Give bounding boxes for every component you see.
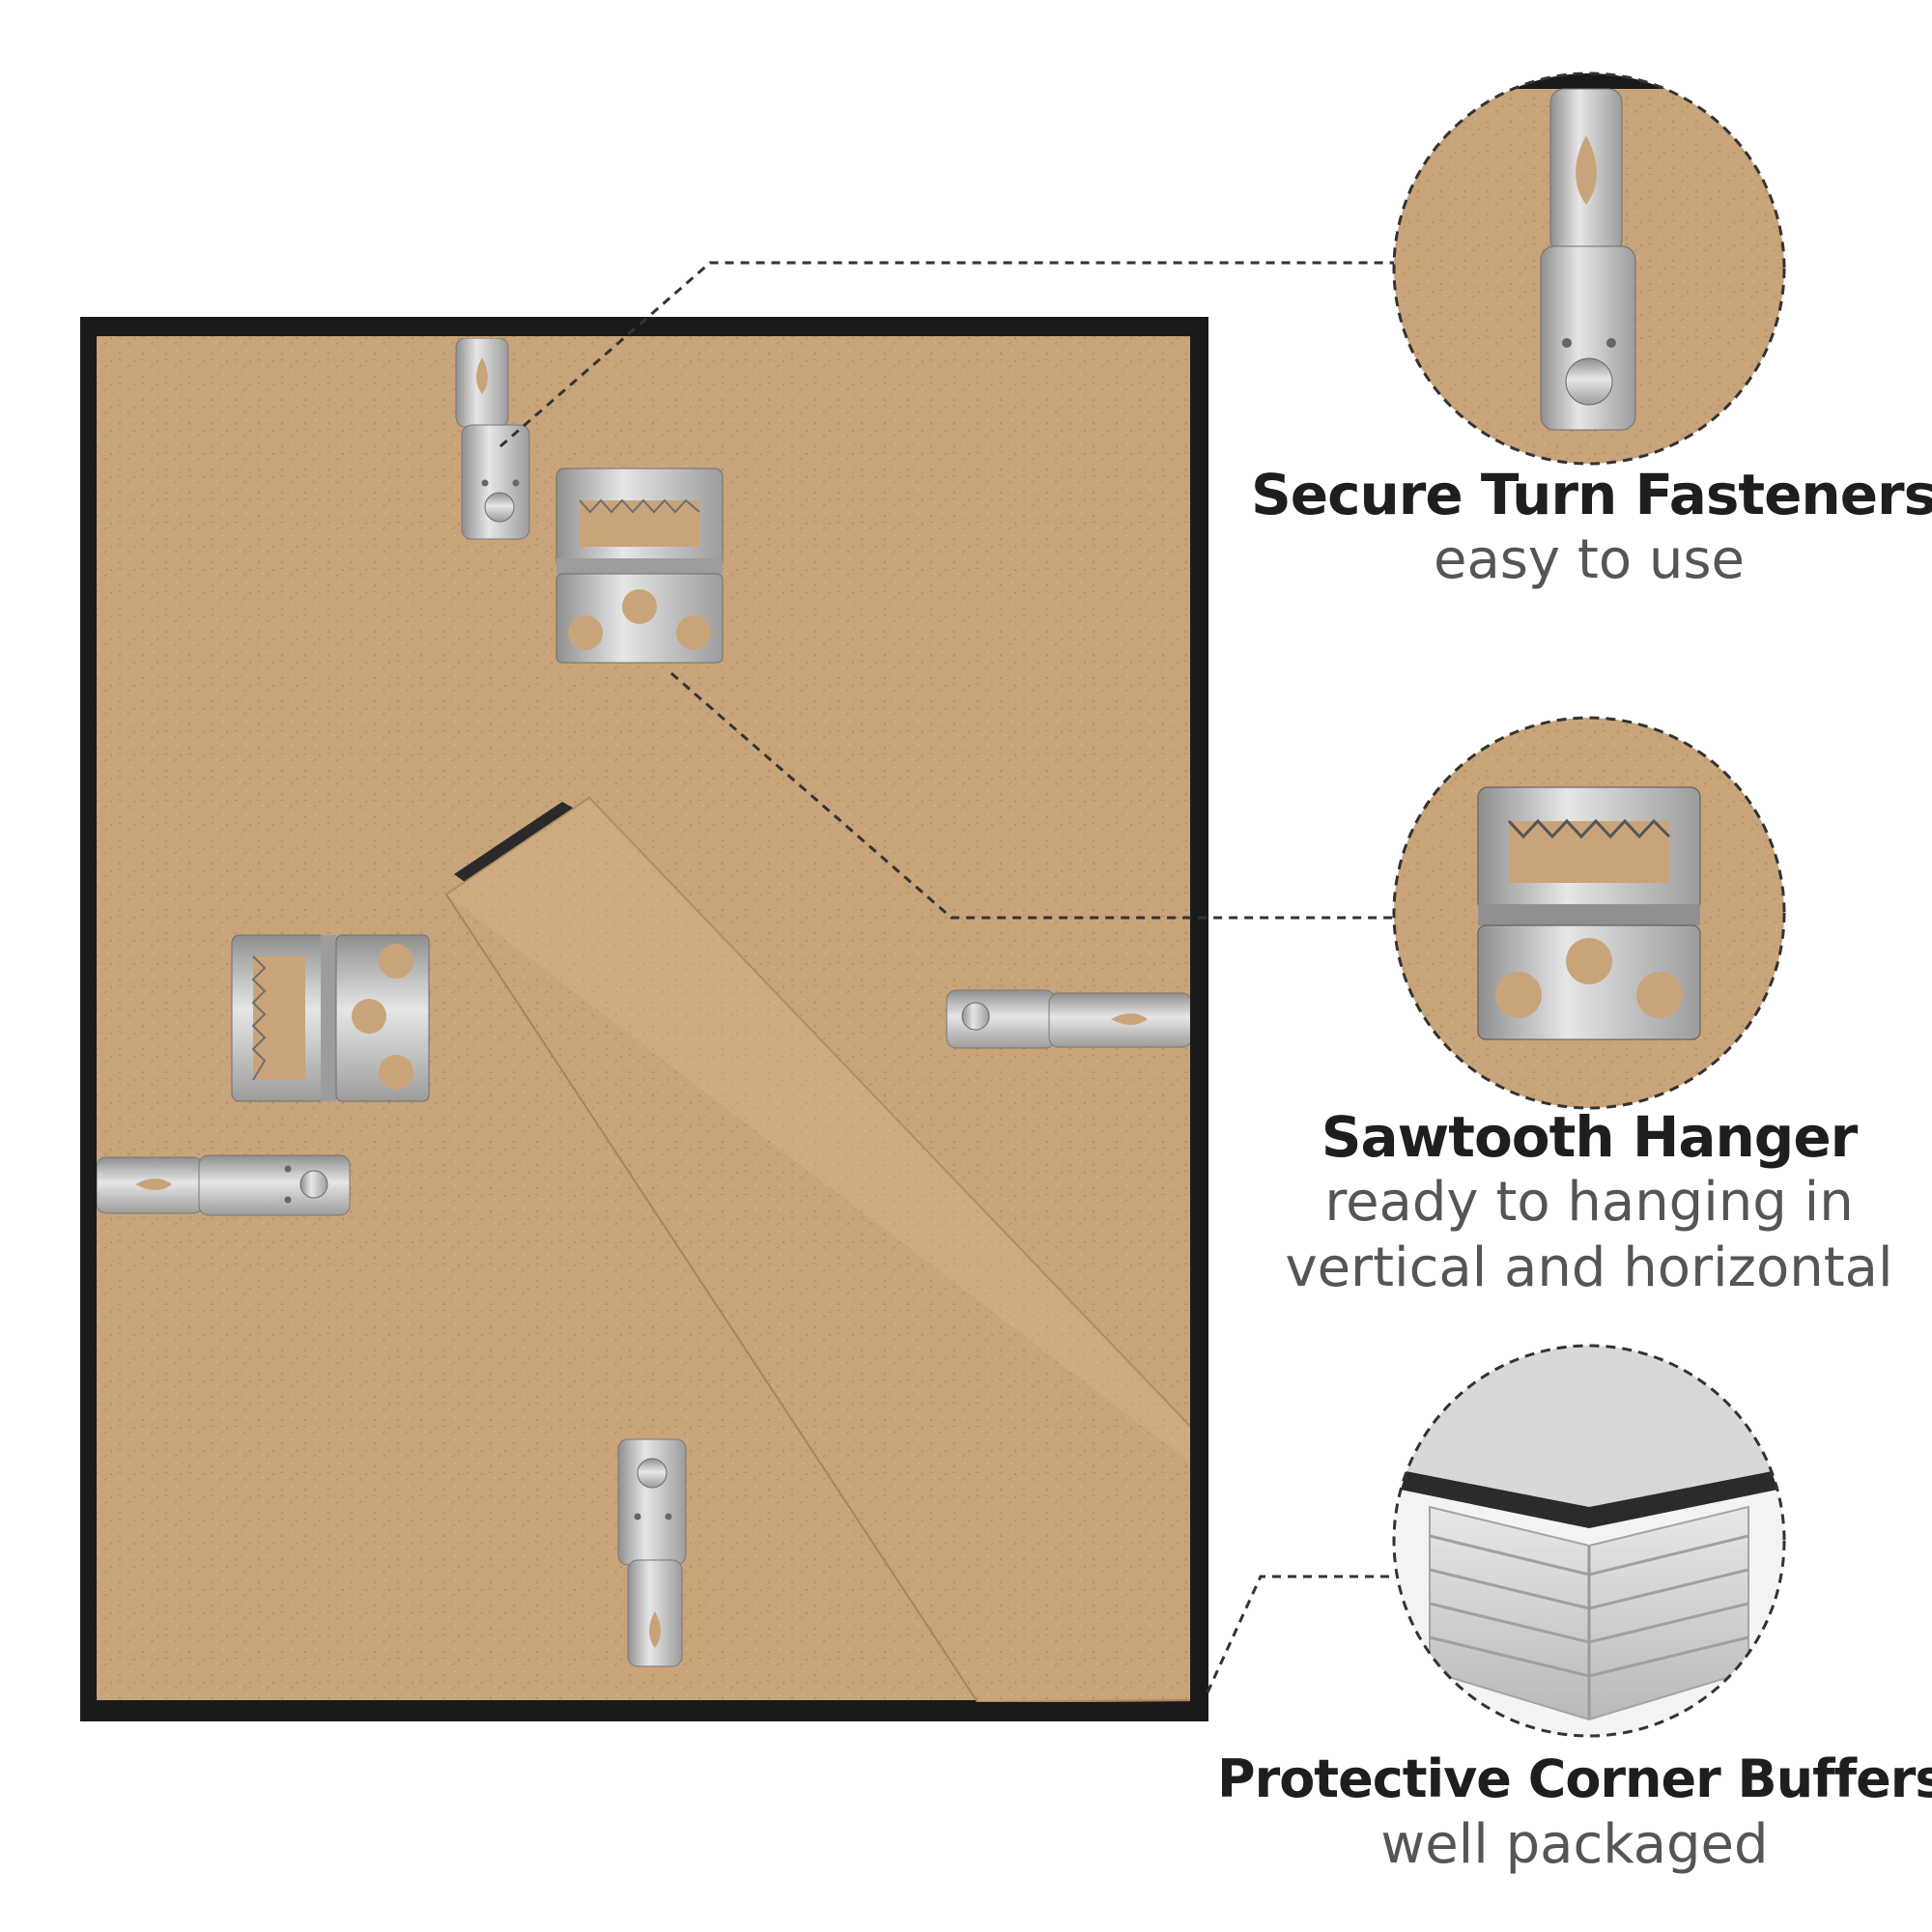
easel-stand	[444, 796, 1190, 1702]
sawtooth-hanger-top	[555, 468, 724, 664]
feature-title: Secure Turn Fasteners	[1251, 462, 1932, 527]
feature-title: Sawtooth Hanger	[1321, 1104, 1859, 1170]
feature-title: Protective Corner Buffers	[1217, 1748, 1932, 1809]
detail-circle-corner-buffer	[1392, 1344, 1786, 1738]
sawtooth-hanger-left	[231, 934, 430, 1102]
feature-corner-buffers: Protective Corner Buffers well packaged	[1217, 1747, 1932, 1878]
feature-turn-fasteners: Secure Turn Fasteners easy to use	[1251, 462, 1932, 593]
turn-fastener-right	[946, 989, 1190, 1049]
feature-subtitle-line-2: vertical and horizontal	[1285, 1236, 1893, 1299]
turn-fastener-left	[97, 1154, 351, 1216]
turn-fastener-top	[455, 338, 530, 540]
detail-circle-turn-fastener	[1392, 71, 1786, 466]
feature-subtitle-line-1: ready to hanging in	[1324, 1171, 1854, 1234]
feature-subtitle: easy to use	[1433, 528, 1746, 591]
detail-circle-sawtooth-hanger	[1392, 716, 1786, 1110]
feature-subtitle: well packaged	[1380, 1813, 1769, 1876]
feature-sawtooth-hanger: Sawtooth Hanger ready to hanging in vert…	[1251, 1104, 1927, 1301]
turn-fastener-bottom	[617, 1438, 687, 1667]
callout-connectors	[499, 261, 1394, 1693]
